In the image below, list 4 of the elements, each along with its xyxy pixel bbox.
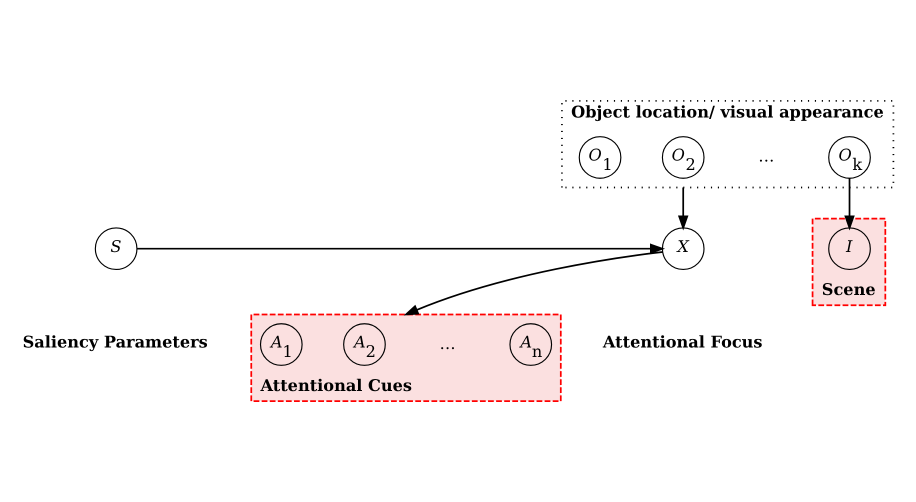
node-label: Saliency Parameters xyxy=(22,332,208,352)
label: … xyxy=(758,146,774,166)
label: … xyxy=(440,334,456,353)
node-label: Attentional Focus xyxy=(602,332,763,352)
